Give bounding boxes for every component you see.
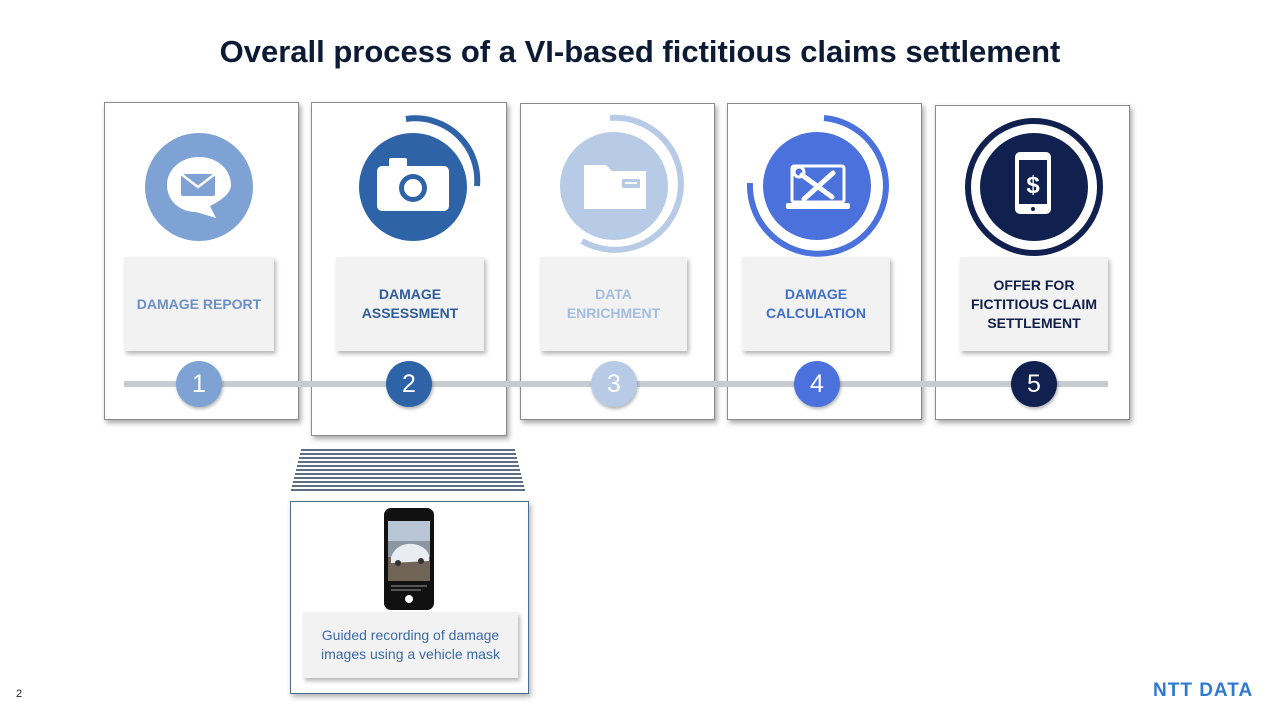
phone-dollar-icon: $ [965,118,1103,256]
step-label-5: OFFER FOR FICTITIOUS CLAIM SETTLEMENT [960,257,1108,351]
step-label-2: DAMAGE ASSESSMENT [336,257,484,351]
page-number: 2 [16,688,23,700]
step-label-1: DAMAGE REPORT [124,257,274,351]
step-number-3[interactable]: 3 [591,361,637,407]
step-number-5[interactable]: 5 [1011,361,1057,407]
folder-icon [560,114,684,253]
svg-text:$: $ [1026,172,1040,199]
camera-icon [359,115,481,241]
step-label-3: DATA ENRICHMENT [540,257,687,351]
laptop-tools-icon [746,115,889,257]
step-number-4[interactable]: 4 [794,361,840,407]
step-number-2[interactable]: 2 [386,361,432,407]
detail-description: Guided recording of damage images using … [303,612,518,678]
step-label-4: DAMAGE CALCULATION [742,257,890,351]
page-title: Overall process of a VI-based fictitious… [219,34,1061,69]
ntt-data-logo: NTT DATA [1153,680,1254,701]
smartphone-car-photo-icon [384,508,434,610]
envelope-chat-icon [145,133,253,241]
step-number-1[interactable]: 1 [176,361,222,407]
